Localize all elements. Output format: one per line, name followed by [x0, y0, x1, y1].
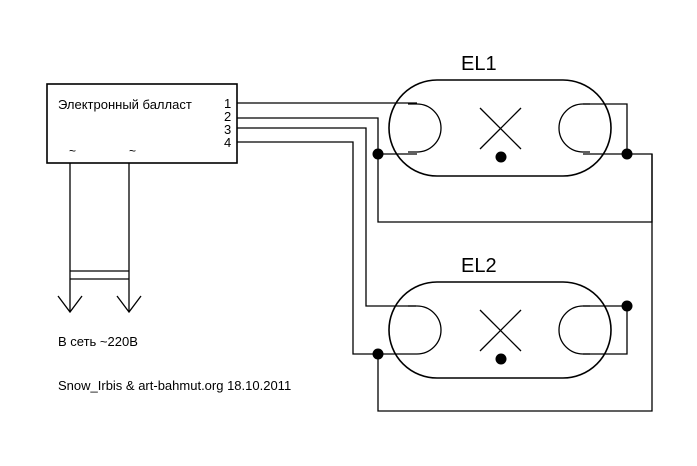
lamp-el1-right-link [583, 103, 628, 155]
wire-pin-2 [237, 117, 653, 223]
mains-label: В сеть ~220В [58, 334, 138, 349]
ac-terminal-right: ~ [129, 144, 136, 158]
ballast-box [46, 83, 238, 164]
lamp-el1-cross-b [479, 107, 522, 150]
lamp-el1-tube [388, 79, 612, 177]
lamp-el1-center-dot [495, 151, 507, 163]
pin-1-label: 1 [224, 96, 231, 111]
mains-wires [69, 163, 130, 312]
pin-4-label: 4 [224, 135, 231, 150]
pin-3-label: 3 [224, 122, 231, 137]
lamp-el1-label: EL1 [461, 53, 497, 75]
wire-pin-3 [237, 127, 416, 307]
lamp-el1-left-electrode [408, 103, 442, 153]
junction-el1-right [621, 148, 633, 160]
credit-text: Snow_Irbis & art-bahmut.org 18.10.2011 [58, 378, 291, 393]
lamp-el1-right-electrode [558, 103, 590, 153]
mains-arrow-left-icon [57, 295, 83, 314]
junction-el1-left [372, 148, 384, 160]
wire-pin-4 [237, 141, 408, 355]
ac-terminal-left: ~ [69, 144, 76, 158]
lamp-el2-right-link [583, 305, 628, 355]
lamp-el2-label: EL2 [461, 255, 497, 277]
lamp-el2-cross-b [479, 309, 522, 352]
ballast-label: Электронный балласт [58, 97, 192, 112]
lamp-el2-tube [388, 281, 612, 379]
lamp-el2-return-loop [377, 154, 653, 412]
lamp-el1: EL1 [372, 53, 633, 177]
lamp-el2-right-electrode [558, 305, 590, 355]
junction-el2-right [621, 300, 633, 312]
lamp-el2: EL2 [372, 154, 653, 412]
lamp-el2-center-dot [495, 353, 507, 365]
pin-2-label: 2 [224, 109, 231, 124]
lamp-el2-left-electrode [408, 305, 442, 355]
mains-arrow-right-icon [116, 295, 142, 314]
junction-el2-left [372, 348, 384, 360]
